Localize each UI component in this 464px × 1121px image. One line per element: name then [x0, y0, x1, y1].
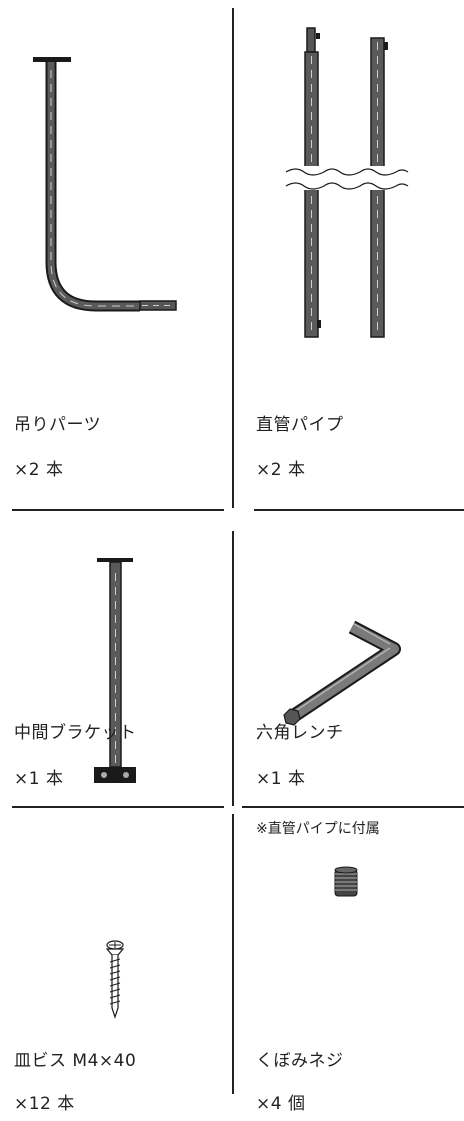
divider-horizontal-mid-right: [242, 806, 464, 808]
hex-wrench-illustration: [283, 620, 401, 726]
middle-bracket-illustration: [94, 558, 136, 783]
straight-pipe-illustration: [282, 27, 412, 338]
pipe-accessory-note: ※直管パイプに付属: [256, 821, 380, 837]
part-qty-set-screw: ×4 個: [256, 1094, 306, 1114]
part-name-middle-bracket: 中間ブラケット: [14, 723, 137, 743]
divider-horizontal-top-right: [254, 509, 464, 511]
divider-vertical-middle: [232, 531, 234, 806]
part-name-hanging: 吊りパーツ: [14, 415, 102, 435]
divider-horizontal-mid-left: [12, 806, 224, 808]
part-qty-flat-screw: ×12 本: [14, 1094, 75, 1114]
part-qty-hanging: ×2 本: [14, 460, 64, 480]
part-name-hex-wrench: 六角レンチ: [256, 723, 344, 743]
flat-screw-illustration: [105, 940, 125, 1019]
part-name-straight-pipe: 直管パイプ: [256, 415, 344, 435]
divider-vertical-bottom: [232, 814, 234, 1094]
part-name-flat-screw: 皿ビス M4×40: [14, 1051, 137, 1071]
set-screw-illustration: [334, 866, 358, 897]
part-qty-middle-bracket: ×1 本: [14, 769, 64, 789]
divider-horizontal-top-left: [12, 509, 224, 511]
part-qty-straight-pipe: ×2 本: [256, 460, 306, 480]
hanging-part-illustration: [33, 57, 177, 312]
divider-vertical-top: [232, 8, 234, 508]
part-qty-hex-wrench: ×1 本: [256, 769, 306, 789]
part-name-set-screw: くぼみネジ: [256, 1051, 344, 1071]
